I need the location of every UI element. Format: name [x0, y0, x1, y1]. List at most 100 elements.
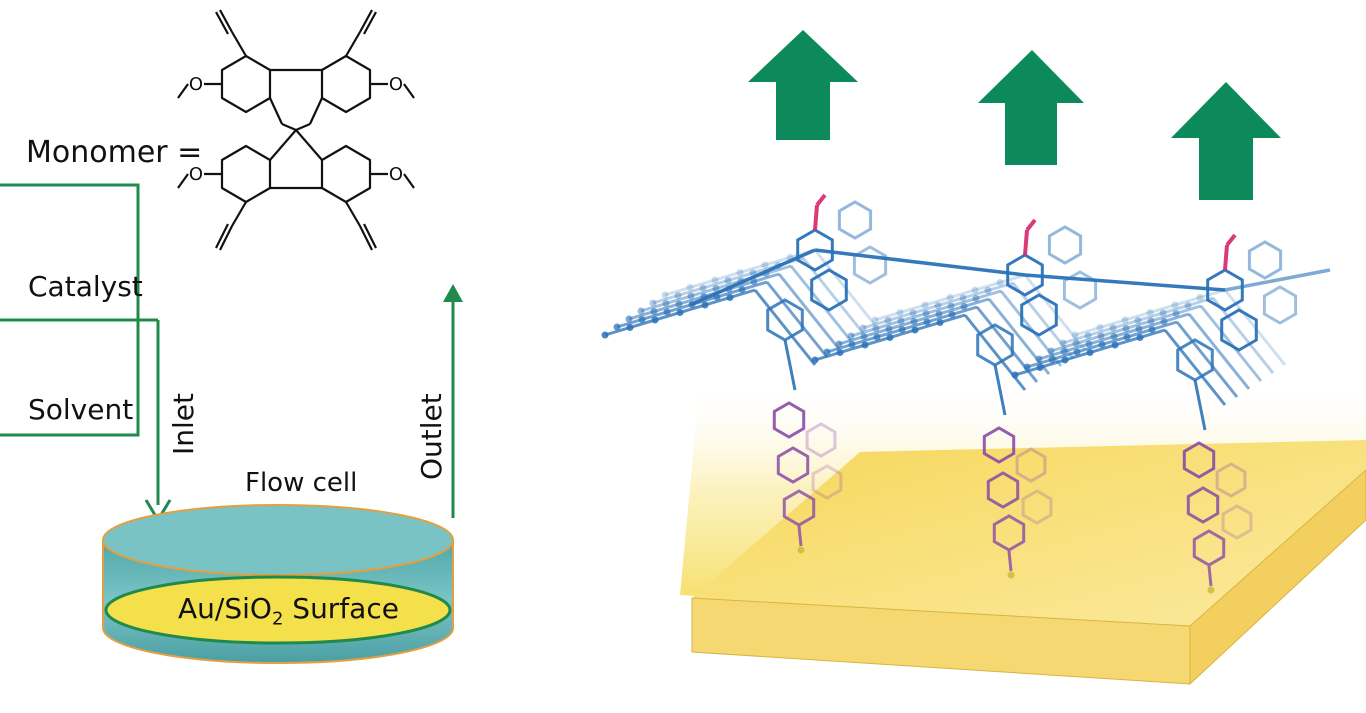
- atom: [1136, 334, 1144, 341]
- atom: [898, 326, 906, 333]
- atom: [1060, 348, 1068, 355]
- bond: [269, 129, 297, 161]
- atom: [948, 311, 956, 318]
- bond: [1199, 305, 1263, 382]
- surface-prefix: Au/SiO: [178, 592, 272, 625]
- bond: [993, 364, 1007, 416]
- monomer-line: [0, 183, 140, 437]
- alkyne: [359, 225, 373, 251]
- atom: [1061, 356, 1069, 364]
- atom: [1085, 340, 1093, 348]
- atom: [1196, 294, 1204, 301]
- ring: [982, 426, 1016, 464]
- atom: [910, 318, 918, 325]
- atom: [1184, 302, 1192, 309]
- atom: [811, 356, 819, 364]
- substrate: [680, 380, 1366, 686]
- atom: [884, 317, 892, 324]
- outlet-label: Outlet: [415, 393, 448, 480]
- atom: [1072, 340, 1080, 347]
- atom: [712, 285, 720, 292]
- bond: [1062, 296, 1214, 345]
- atom: [750, 278, 758, 285]
- bond: [850, 289, 1002, 338]
- ring: [1021, 489, 1053, 525]
- ring: [810, 268, 848, 312]
- atom: [686, 284, 694, 291]
- up-arrow-icon: [1171, 82, 1281, 200]
- atom: [1171, 301, 1179, 309]
- atom: [860, 333, 868, 340]
- ring: [837, 200, 873, 240]
- atom: [1007, 571, 1015, 579]
- atom: [1096, 324, 1104, 331]
- bond: [862, 281, 1014, 330]
- atom: [960, 303, 968, 310]
- alkyne: [359, 9, 373, 33]
- atom: [886, 334, 894, 341]
- bond: [1163, 329, 1227, 406]
- alkyne: [345, 201, 361, 227]
- ring: [782, 489, 816, 527]
- atom: [1035, 355, 1043, 363]
- atom: [761, 261, 769, 269]
- ring: [1006, 253, 1044, 297]
- atom: [675, 300, 683, 308]
- methoxy-o: O: [389, 164, 403, 185]
- ring: [320, 54, 372, 114]
- methyl-bond: [403, 173, 415, 189]
- bond: [1225, 233, 1237, 247]
- atom: [662, 300, 670, 307]
- bond: [814, 248, 1026, 277]
- ring: [1020, 293, 1058, 337]
- inlet-label: Inlet: [167, 393, 200, 455]
- bond: [1187, 313, 1251, 390]
- ring: [796, 228, 834, 272]
- methoxy-o: O: [189, 74, 203, 95]
- ring: [1247, 240, 1283, 280]
- ring: [220, 144, 272, 204]
- ring: [986, 471, 1020, 509]
- methoxy-labels: O O O O: [189, 74, 403, 185]
- alkyne: [363, 223, 377, 249]
- atom: [1098, 341, 1106, 348]
- atom: [1122, 325, 1130, 332]
- ring: [1215, 462, 1247, 498]
- bond: [640, 264, 792, 313]
- atom: [626, 324, 634, 331]
- atom: [847, 332, 855, 340]
- atom: [637, 307, 645, 315]
- ring: [776, 446, 810, 484]
- bond: [689, 248, 816, 307]
- atom: [1134, 317, 1142, 324]
- ring: [1047, 225, 1083, 265]
- ring: [772, 401, 806, 439]
- atom: [922, 310, 930, 317]
- atom: [1071, 331, 1079, 339]
- atom: [1084, 332, 1092, 339]
- atom: [701, 301, 709, 309]
- flow-lines: [0, 183, 455, 518]
- bond: [309, 97, 323, 125]
- atom: [861, 341, 869, 349]
- atom: [1123, 333, 1131, 341]
- atom: [935, 310, 943, 318]
- atom: [873, 333, 881, 341]
- atom: [613, 323, 621, 331]
- atom: [601, 331, 609, 339]
- flow-cell-label: Flow cell: [245, 468, 358, 498]
- ring: [1262, 285, 1298, 325]
- bond: [295, 129, 323, 161]
- bond: [1175, 321, 1239, 398]
- alkyne: [215, 11, 229, 35]
- alkyne: [231, 31, 247, 57]
- atom: [711, 276, 719, 284]
- atom: [676, 309, 684, 316]
- atom: [1159, 309, 1167, 317]
- ring: [1206, 268, 1244, 312]
- bond: [664, 248, 816, 297]
- atom: [625, 315, 633, 323]
- atom: [896, 309, 904, 316]
